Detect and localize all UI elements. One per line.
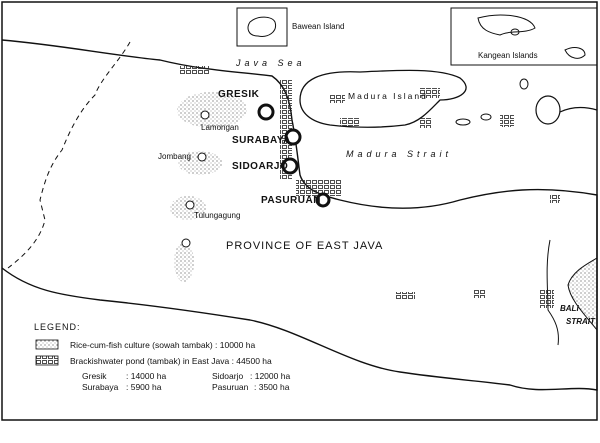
legend-sidoarjo-value: : 12000 ha <box>250 371 291 381</box>
town-tulungagung: Tulungagung <box>194 211 241 220</box>
marker-jombang <box>197 152 207 162</box>
marker-pasuruan <box>315 192 331 208</box>
legend-surabaya-name: Surabaya <box>82 382 119 392</box>
rice-fish-areas <box>170 92 247 282</box>
kangean-islet <box>510 28 520 36</box>
legend-gresik-value: : 14000 ha <box>126 371 167 381</box>
small-island <box>519 78 529 90</box>
legend-title: LEGEND: <box>34 322 81 332</box>
legend-pasuruan-name: Pasuruan <box>212 382 249 392</box>
marker-gresik <box>257 103 275 121</box>
kangean-islet <box>564 47 586 59</box>
bali-strait-label-1: BALI <box>560 304 579 313</box>
bali-island <box>567 257 598 332</box>
small-island <box>535 95 561 125</box>
kangean-label: Kangean Islands <box>478 51 538 60</box>
town-markers <box>181 103 331 248</box>
kangean-inset <box>450 7 598 66</box>
marker-town <box>181 238 191 248</box>
town-lamongan: Lamongan <box>201 123 239 132</box>
madura-strait-label: Madura Strait <box>346 149 453 159</box>
marker-lamongan <box>200 110 210 120</box>
town-pasuruan: PASURUAN <box>261 195 321 206</box>
province-border <box>7 41 131 269</box>
brackishwater-ponds <box>180 66 560 308</box>
java-coastline <box>1 39 598 391</box>
bali-strait-label-2: STRAIT <box>566 317 595 326</box>
legend-gresik-name: Gresik <box>82 371 107 381</box>
legend-brackishwater: Brackishwater pond (tambak) in East Java… <box>70 356 272 366</box>
province-label: PROVINCE OF EAST JAVA <box>226 240 384 252</box>
small-island <box>480 113 492 121</box>
town-gresik: GRESIK <box>218 89 260 100</box>
marker-tulungagung <box>185 200 195 210</box>
marker-surabaya <box>284 128 302 146</box>
bali-strait-coast <box>546 239 559 346</box>
bawean-island-shape <box>247 16 277 37</box>
madura-island-label: Madura Island <box>348 91 428 101</box>
legend-swatch-stipple <box>35 339 59 350</box>
bawean-label: Bawean Island <box>292 22 345 31</box>
town-surabaya: SURABAYA <box>232 135 291 146</box>
town-jombang: Jombang <box>158 152 191 161</box>
marker-sidoarjo <box>281 157 299 175</box>
legend-sidoarjo-name: Sidoarjo <box>212 371 244 381</box>
bawean-inset <box>236 7 288 47</box>
east-coast-fragment <box>559 107 598 113</box>
java-sea-label: Java Sea <box>236 58 306 68</box>
legend-surabaya-value: : 5900 ha <box>126 382 162 392</box>
small-island <box>455 118 471 126</box>
legend-rice-fish: Rice-cum-fish culture (sowah tambak) : 1… <box>70 340 256 350</box>
legend-pasuruan-value: : 3500 ha <box>254 382 290 392</box>
legend-swatch-squares <box>35 355 59 366</box>
madura-island <box>299 69 467 128</box>
town-sidoarjo: SIDOARJO <box>232 161 289 172</box>
kangean-island-shape <box>477 14 536 36</box>
